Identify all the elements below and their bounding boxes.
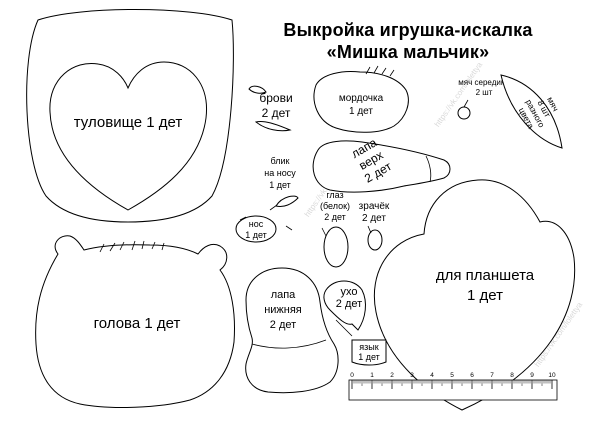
title-line-2: «Мишка мальчик» bbox=[326, 42, 490, 62]
pupil-label-2: 2 дет bbox=[362, 213, 386, 224]
ruler-label: 10 bbox=[548, 372, 556, 379]
muzzle-label-1: мордочка bbox=[339, 93, 384, 104]
brows-piece: брови 2 дет bbox=[248, 85, 293, 132]
ear-piece: ухо 2 дет bbox=[323, 280, 366, 337]
tongue-label-1: язык bbox=[359, 342, 378, 352]
nose-label-2: 1 дет bbox=[245, 230, 267, 240]
ball-center-label-2: 2 шт bbox=[476, 88, 493, 97]
ruler-labels: 0 1 2 3 4 5 6 7 8 9 10 bbox=[350, 372, 556, 379]
pupil-label-1: зрачёк bbox=[359, 201, 390, 212]
ruler-label: 4 bbox=[430, 372, 434, 379]
eye-white-label-2: (белок) bbox=[320, 201, 350, 211]
head-hair-tuft bbox=[99, 240, 165, 253]
head-piece: голова 1 дет bbox=[35, 235, 235, 408]
muzzle-label-2: 1 дет bbox=[349, 106, 373, 117]
ruler-label: 7 bbox=[490, 372, 494, 379]
paw-bottom-label-3: 2 дет bbox=[270, 319, 296, 331]
eye-white-piece: глаз (белок) 2 дет bbox=[320, 190, 350, 268]
brows-label-2: 2 дет bbox=[262, 106, 291, 120]
paw-bottom-piece: лапа нижняя 2 дет bbox=[245, 267, 339, 394]
paw-top-piece: лапа верх 2 дет bbox=[312, 135, 451, 193]
ruler-ticks bbox=[351, 380, 553, 389]
tablet-heart-piece: для планшета 1 дет bbox=[374, 179, 576, 411]
tablet-label-2: 1 дет bbox=[467, 287, 503, 304]
ruler: 0 1 2 3 4 5 6 7 8 9 10 bbox=[348, 372, 558, 401]
tongue-label-2: 1 дет bbox=[358, 352, 380, 362]
ruler-label: 3 bbox=[410, 372, 414, 379]
body-label: туловище 1 дет bbox=[74, 114, 183, 131]
title-line-1: Выкройка игрушка-искалка bbox=[283, 20, 533, 40]
ruler-label: 8 bbox=[510, 372, 514, 379]
paw-bottom-label-2: нижняя bbox=[264, 304, 302, 316]
eye-white-label-1: глаз bbox=[326, 190, 343, 200]
nose-highlight-piece: блик на носу 1 дет bbox=[264, 156, 299, 211]
muzzle-piece: мордочка 1 дет bbox=[313, 65, 409, 133]
highlight-label-1: блик bbox=[271, 156, 290, 166]
ruler-label: 9 bbox=[530, 372, 534, 379]
ear-label-2: 2 дет bbox=[336, 298, 362, 310]
ruler-label: 1 bbox=[370, 372, 374, 379]
ruler-label: 2 bbox=[390, 372, 394, 379]
ruler-label: 0 bbox=[350, 372, 354, 379]
ball-center-piece: мяч середина 2 шт bbox=[457, 78, 510, 120]
ruler-label: 6 bbox=[470, 372, 474, 379]
head-label: голова 1 дет bbox=[94, 315, 181, 332]
pupil-piece: зрачёк 2 дет bbox=[359, 201, 390, 251]
tablet-label-1: для планшета bbox=[436, 267, 535, 284]
tongue-piece: язык 1 дет bbox=[351, 339, 387, 366]
highlight-label-3: 1 дет bbox=[269, 180, 291, 190]
ear-label-1: ухо bbox=[341, 286, 358, 298]
brows-label-1: брови bbox=[259, 91, 292, 105]
highlight-label-2: на носу bbox=[264, 168, 296, 178]
ball-center-label-1: мяч середина bbox=[458, 78, 510, 87]
ball-segment-piece: мяч 8 шт разного цвета bbox=[500, 74, 563, 149]
body-piece: туловище 1 дет bbox=[26, 9, 234, 223]
nose-piece: нос 1 дет bbox=[235, 215, 293, 243]
eye-white-label-3: 2 дет bbox=[324, 212, 346, 222]
ruler-label: 5 bbox=[450, 372, 454, 379]
nose-label-1: нос bbox=[249, 219, 264, 229]
paw-bottom-label-1: лапа bbox=[271, 289, 296, 301]
